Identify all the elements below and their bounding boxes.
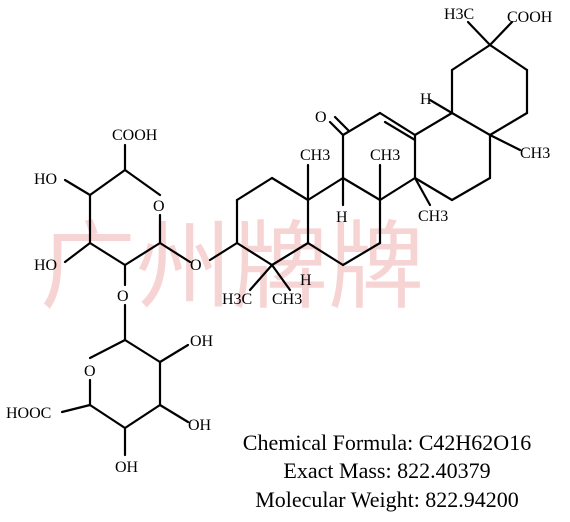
ring-d: [413, 98, 492, 202]
label-h-top: H: [420, 91, 432, 108]
label-h-mid-b: H: [300, 272, 312, 289]
label-cooh-top-right: COOH: [507, 9, 553, 26]
ring-b: [306, 176, 382, 267]
label-h3c-top: H3C: [444, 6, 474, 23]
label-ch3-right: CH3: [520, 145, 550, 162]
label-o-link: O: [117, 288, 129, 305]
label-h-mid-a: H: [336, 209, 348, 226]
ring-c: [328, 111, 432, 207]
formula-value: C42H62O16: [418, 430, 532, 455]
label-ch3-bottom: CH3: [272, 291, 302, 308]
label-ho-1: HO: [34, 171, 57, 188]
label-o-ring1: O: [153, 198, 165, 215]
label-ch3-a: CH3: [300, 147, 330, 164]
sugar-ring-2: [60, 303, 190, 457]
sugar-ring-1: [63, 143, 192, 287]
label-ho-2: HO: [34, 257, 57, 274]
label-hooc-sugar2: HOOC: [6, 405, 51, 422]
label-cooh-sugar1: COOH: [112, 127, 158, 144]
molecular-weight: Molecular Weight: 822.94200: [255, 487, 519, 512]
label-oh-b2: OH: [115, 459, 139, 476]
formula-line: Chemical Formula: C42H62O16: [222, 430, 552, 456]
label-h3c-bottom: H3C: [222, 291, 252, 308]
label-oh-b1: OH: [188, 417, 212, 434]
label-o-ether: O: [190, 257, 202, 274]
ring-a: [208, 163, 310, 292]
label-ch3-b: CH3: [370, 147, 400, 164]
watermark: 广州牌牌: [40, 211, 424, 323]
label-ch3-c: CH3: [418, 208, 448, 225]
label-oh-sugar2: OH: [190, 333, 214, 350]
exact-mass: Exact Mass: 822.40379: [283, 458, 491, 483]
label-o-ketone: O: [315, 109, 327, 126]
ring-e: [450, 20, 529, 152]
label-o-ring2: O: [84, 363, 96, 380]
formula-label: Chemical Formula:: [242, 430, 414, 455]
